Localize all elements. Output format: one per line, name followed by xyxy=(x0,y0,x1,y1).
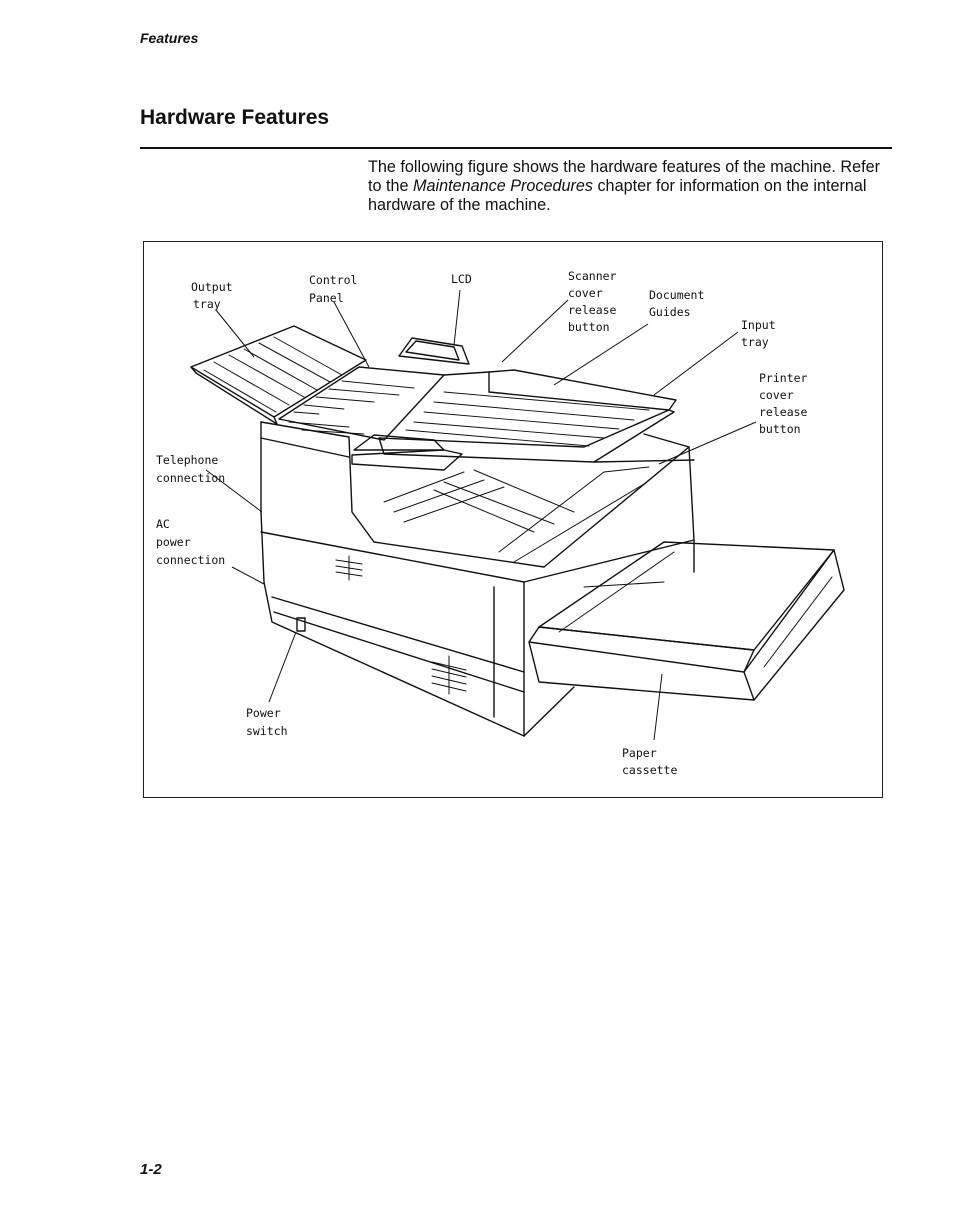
callout-labels: Output tray Control Panel LCD Scanner co… xyxy=(156,269,808,777)
intro-text-end: chapter for information on the internal … xyxy=(368,177,867,214)
output-tray-label-1: Output xyxy=(191,280,233,294)
power-switch-label-2: switch xyxy=(246,724,288,738)
section-rule xyxy=(140,147,892,149)
scanner-label-1: Scanner xyxy=(568,269,617,283)
telephone-label-2: connection xyxy=(156,471,225,485)
intro-emphasis: Maintenance Procedures xyxy=(413,177,593,195)
input-tray-label-1: Input xyxy=(741,318,776,332)
power-switch-label-1: Power xyxy=(246,706,281,720)
ac-power-label-3: connection xyxy=(156,553,225,567)
paper-cassette-label-1: Paper xyxy=(622,746,657,760)
document-guides-label-2: Guides xyxy=(649,305,691,319)
control-panel-label-1: Control xyxy=(309,273,357,287)
scanner-label-3: release xyxy=(568,303,617,317)
section-title: Hardware Features xyxy=(140,106,330,129)
ac-power-label-1: AC xyxy=(156,517,170,531)
printer-cover-label-3: release xyxy=(759,405,808,419)
intro-paragraph: The following figure shows the hardware … xyxy=(368,158,893,215)
intro-text-start: The following figure shows the hardware … xyxy=(368,158,880,195)
control-panel-label-2: Panel xyxy=(309,291,344,305)
running-head: Features xyxy=(140,30,199,46)
output-tray-label-2: tray xyxy=(193,297,221,311)
telephone-label-1: Telephone xyxy=(156,453,218,467)
input-tray-label-2: tray xyxy=(741,335,769,349)
document-guides-label-1: Document xyxy=(649,288,704,302)
scanner-label-2: cover xyxy=(568,286,603,300)
printer-cover-label-2: cover xyxy=(759,388,794,402)
printer-cover-label-4: button xyxy=(759,422,801,436)
lcd-label: LCD xyxy=(451,272,472,286)
paper-cassette-label-2: cassette xyxy=(622,763,677,777)
ac-power-label-2: power xyxy=(156,535,191,549)
machine-illustration: Output tray Control Panel LCD Scanner co… xyxy=(156,269,884,777)
page-number: 1-2 xyxy=(140,1161,162,1178)
hardware-figure: Output tray Control Panel LCD Scanner co… xyxy=(143,241,883,798)
scanner-label-4: button xyxy=(568,320,610,334)
callout-leaders xyxy=(206,290,756,740)
machine-drawing xyxy=(191,326,844,736)
printer-cover-label-1: Printer xyxy=(759,371,808,385)
